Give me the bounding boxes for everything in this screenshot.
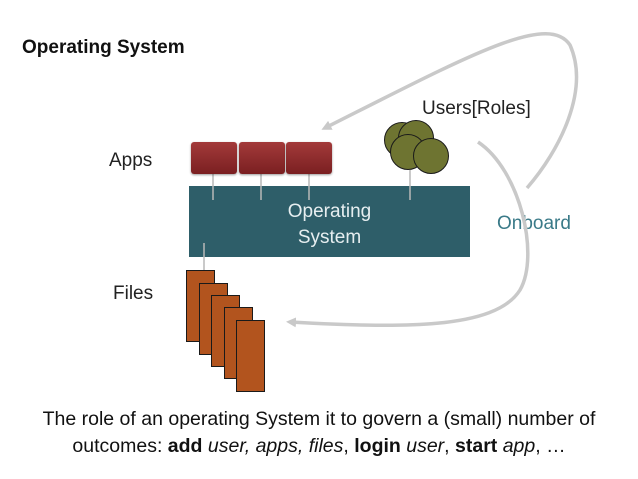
- caption-line-2: outcomes: add user, apps, files, login u…: [0, 433, 638, 460]
- operating-system-box: Operating System: [189, 186, 470, 257]
- caption-line-1: The role of an operating System it to go…: [42, 408, 596, 430]
- operating-system-box-text: Operating System: [287, 201, 372, 248]
- users-roles-label: Users[Roles]: [422, 98, 531, 119]
- caption-start: start: [455, 435, 498, 457]
- app-block: [191, 142, 237, 174]
- caption-tail: , …: [535, 435, 566, 457]
- caption-login-object: user: [400, 435, 445, 457]
- apps-label: Apps: [109, 150, 153, 171]
- caption: The role of an operating System it to go…: [0, 406, 638, 460]
- caption-sep-1: ,: [343, 435, 355, 457]
- files-label: Files: [113, 283, 154, 304]
- onboard-label: Onboard: [497, 213, 571, 234]
- caption-add-objects: user, apps, files: [202, 435, 344, 457]
- diagram-title: Operating System: [22, 37, 185, 58]
- caption-sep-2: ,: [444, 435, 456, 457]
- file-sheet: [236, 320, 265, 392]
- user-circle: [413, 138, 449, 174]
- caption-add: add: [167, 435, 203, 457]
- caption-login: login: [354, 435, 401, 457]
- app-block: [239, 142, 285, 174]
- caption-start-object: app: [497, 435, 536, 457]
- caption-prefix: outcomes:: [72, 435, 168, 457]
- app-block: [286, 142, 332, 174]
